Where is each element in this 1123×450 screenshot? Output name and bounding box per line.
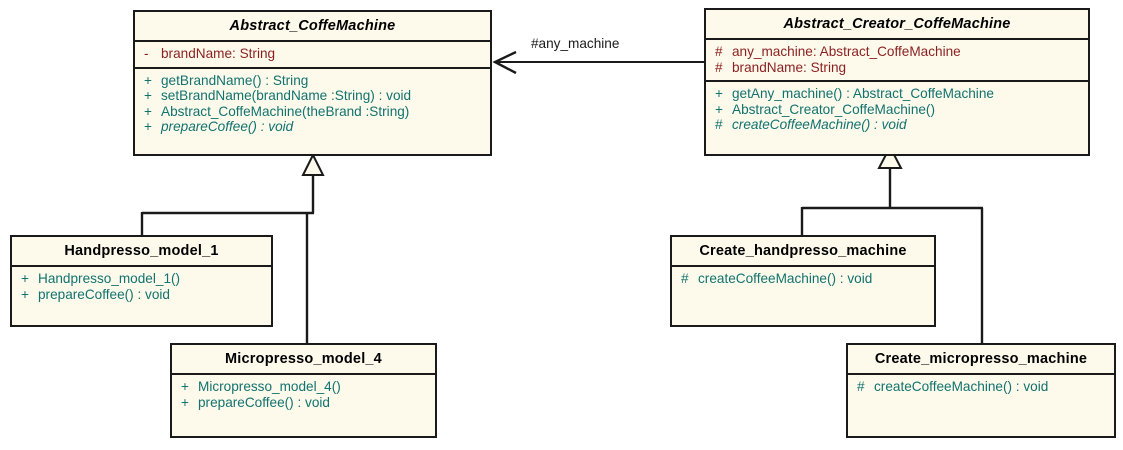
association-any-machine	[492, 50, 704, 75]
attribute-row: # any_machine: Abstract_CoffeMachine	[706, 44, 1088, 60]
attribute-signature: brandName: String	[732, 59, 847, 75]
class-name-abstract-coffemachine: Abstract_CoffeMachine	[135, 12, 490, 42]
method-signature: Abstract_Creator_CoffeMachine()	[732, 101, 935, 117]
methods-compartment-create-micropresso-machine: # createCoffeeMachine() : void	[848, 375, 1114, 436]
visibility-marker: +	[715, 86, 723, 101]
method-signature: createCoffeeMachine() : void	[874, 379, 1049, 394]
method-row: + getAny_machine() : Abstract_CoffeMachi…	[706, 86, 1088, 102]
class-name-create-handpresso-machine: Create_handpresso_machine	[672, 237, 934, 267]
method-row: + Handpresso_model_1()	[12, 271, 271, 287]
method-row-abstract: + prepareCoffee() : void	[135, 119, 490, 135]
method-row-abstract: # createCoffeeMachine() : void	[706, 117, 1088, 133]
method-signature: getBrandName() : String	[161, 72, 309, 88]
methods-compartment-create-handpresso-machine: # createCoffeeMachine() : void	[672, 267, 934, 325]
visibility-marker: +	[144, 119, 152, 134]
class-name-handpresso-model-1: Handpresso_model_1	[12, 237, 271, 267]
method-row: + setBrandName(brandName :String) : void	[135, 88, 490, 104]
method-signature: setBrandName(brandName :String) : void	[161, 88, 412, 103]
method-row: + Micropresso_model_4()	[172, 379, 435, 395]
visibility-marker: +	[181, 379, 189, 394]
attribute-row: # brandName: String	[706, 60, 1088, 76]
method-signature: Abstract_CoffeMachine(theBrand :String)	[161, 103, 410, 119]
methods-compartment-micropresso-model-4: + Micropresso_model_4() + prepareCoffee(…	[172, 375, 435, 436]
methods-compartment-abstract-creator-coffemachine: + getAny_machine() : Abstract_CoffeMachi…	[706, 82, 1088, 154]
methods-compartment-handpresso-model-1: + Handpresso_model_1() + prepareCoffee()…	[12, 267, 271, 325]
visibility-marker: #	[715, 44, 723, 59]
method-signature: getAny_machine() : Abstract_CoffeMachine	[732, 86, 994, 101]
visibility-marker: +	[21, 271, 29, 286]
visibility-marker: #	[681, 271, 689, 286]
class-box-abstract-creator-coffemachine[interactable]: Abstract_Creator_CoffeMachine # any_mach…	[704, 8, 1090, 156]
attributes-compartment-abstract-creator-coffemachine: # any_machine: Abstract_CoffeMachine # b…	[706, 40, 1088, 82]
class-name-micropresso-model-4: Micropresso_model_4	[172, 345, 435, 375]
method-signature: createCoffeeMachine() : void	[698, 271, 873, 286]
visibility-marker: -	[144, 46, 149, 61]
method-row: + Abstract_CoffeMachine(theBrand :String…	[135, 104, 490, 120]
method-signature: Handpresso_model_1()	[38, 271, 181, 286]
method-signature: prepareCoffee() : void	[161, 119, 294, 134]
class-box-create-handpresso-machine[interactable]: Create_handpresso_machine # createCoffee…	[670, 235, 936, 327]
method-signature: prepareCoffee() : void	[38, 286, 170, 302]
class-name-create-micropresso-machine: Create_micropresso_machine	[848, 345, 1114, 375]
visibility-marker: #	[715, 59, 723, 75]
method-row: + prepareCoffee() : void	[172, 395, 435, 411]
attributes-compartment-abstract-coffemachine: - brandName: String	[135, 42, 490, 69]
visibility-marker: #	[857, 379, 865, 394]
method-row: + prepareCoffee() : void	[12, 287, 271, 303]
class-box-create-micropresso-machine[interactable]: Create_micropresso_machine # createCoffe…	[846, 343, 1116, 438]
attribute-row: - brandName: String	[135, 46, 490, 62]
class-name-abstract-creator-coffemachine: Abstract_Creator_CoffeMachine	[706, 10, 1088, 40]
method-row: # createCoffeeMachine() : void	[672, 271, 934, 287]
class-box-abstract-coffemachine[interactable]: Abstract_CoffeMachine - brandName: Strin…	[133, 10, 492, 156]
visibility-marker: +	[144, 72, 152, 88]
visibility-marker: +	[715, 101, 723, 117]
attribute-signature: brandName: String	[161, 46, 276, 61]
visibility-marker: +	[144, 88, 152, 103]
methods-compartment-abstract-coffemachine: + getBrandName() : String + setBrandName…	[135, 69, 490, 155]
visibility-marker: +	[181, 394, 189, 410]
method-row: + getBrandName() : String	[135, 73, 490, 89]
method-row: # createCoffeeMachine() : void	[848, 379, 1114, 395]
method-signature: prepareCoffee() : void	[198, 394, 330, 410]
visibility-marker: #	[715, 117, 723, 132]
class-box-micropresso-model-4[interactable]: Micropresso_model_4 + Micropresso_model_…	[170, 343, 437, 438]
association-label-any-machine: #any_machine	[531, 36, 620, 51]
method-row: + Abstract_Creator_CoffeMachine()	[706, 102, 1088, 118]
visibility-marker: +	[21, 286, 29, 302]
method-signature: Micropresso_model_4()	[198, 379, 341, 394]
method-signature: createCoffeeMachine() : void	[732, 117, 907, 132]
attribute-signature: any_machine: Abstract_CoffeMachine	[732, 44, 961, 59]
visibility-marker: +	[144, 103, 152, 119]
class-box-handpresso-model-1[interactable]: Handpresso_model_1 + Handpresso_model_1(…	[10, 235, 273, 327]
